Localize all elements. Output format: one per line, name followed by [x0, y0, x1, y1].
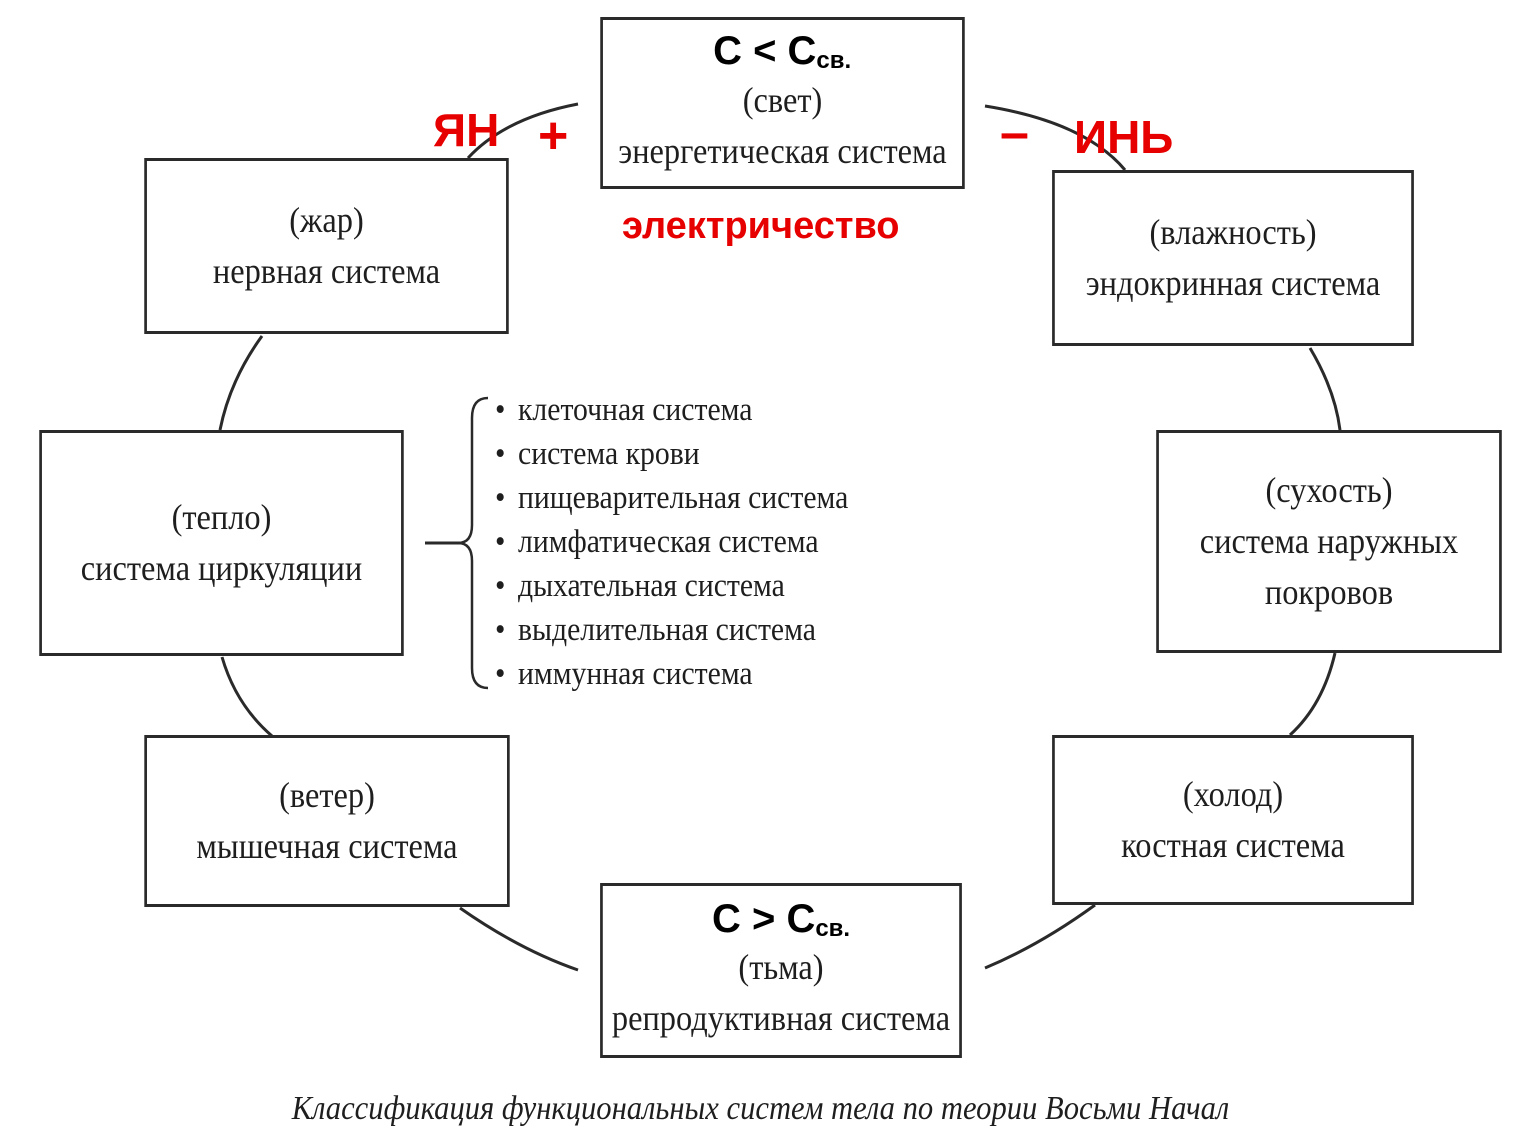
list-item: система крови — [495, 432, 848, 476]
light-condition: C < Cсв. — [713, 29, 852, 75]
muscular-system-box: (ветер) мышечная система — [144, 735, 510, 907]
figure-caption: Классификация функциональных систем тела… — [291, 1090, 1230, 1127]
nervous-system-box: (жар) нервная система — [144, 158, 509, 334]
energy-system-box: C < Cсв. (свет) энергетическая система — [600, 17, 965, 189]
connector-integument-skeletal — [1288, 652, 1337, 737]
wind-element-label: (ветер) — [279, 774, 375, 815]
connector-endocrine-integument — [1308, 347, 1342, 431]
connector-circulation-muscular — [220, 656, 273, 738]
plus-sign: + — [538, 107, 569, 165]
circulation-subsystem-list: клеточная система система крови пищевари… — [495, 388, 848, 696]
heat-element-label: (жар) — [289, 199, 364, 240]
circulation-system-label: система циркуляции — [80, 548, 363, 588]
connector-top-left — [466, 102, 579, 160]
reproductive-system-label: репродуктивная система — [611, 998, 951, 1039]
list-item: дыхательная система — [495, 564, 848, 608]
yang-label: ЯН — [433, 104, 500, 156]
cold-element-label: (холод) — [1182, 773, 1284, 814]
darkness-element-label: (тьма) — [738, 947, 824, 988]
circulation-system-box: (тепло) система циркуляции — [39, 430, 404, 656]
integument-system-box: (сухость) система наружных покровов — [1156, 430, 1502, 653]
integument-system-label-1: система наружных — [1199, 520, 1459, 561]
yin-label: ИНЬ — [1074, 111, 1174, 163]
energy-system-label: энергетическая система — [618, 130, 947, 171]
muscular-system-label: мышечная система — [196, 826, 458, 866]
minus-sign: – — [1000, 104, 1029, 162]
list-item: выделительная система — [495, 608, 848, 652]
list-item: клеточная система — [495, 388, 848, 432]
list-item: иммунная система — [495, 652, 848, 696]
warmth-element-label: (тепло) — [171, 496, 272, 537]
electricity-label: электричество — [622, 205, 900, 247]
dryness-element-label: (сухость) — [1265, 469, 1393, 510]
list-item: лимфатическая система — [495, 520, 848, 564]
connector-top-right — [984, 104, 1127, 171]
nervous-system-label: нервная система — [212, 251, 441, 291]
humidity-element-label: (влажность) — [1149, 211, 1317, 252]
skeletal-system-box: (холод) костная система — [1052, 735, 1414, 905]
integument-system-label-2: покровов — [1264, 572, 1394, 613]
skeletal-system-label: костная система — [1121, 825, 1345, 865]
endocrine-system-label: эндокринная система — [1085, 263, 1381, 303]
endocrine-system-box: (влажность) эндокринная система — [1052, 170, 1414, 346]
connector-skeletal-bottom — [984, 903, 1096, 970]
connector-nervous-circulation — [218, 335, 264, 431]
list-brace — [457, 396, 489, 690]
light-element-label: (свет) — [742, 79, 823, 120]
darkness-condition: C > Cсв. — [711, 896, 850, 942]
list-item: пищеварительная система — [495, 476, 848, 520]
reproductive-system-box: C > Cсв. (тьма) репродуктивная система — [600, 883, 962, 1058]
connector-muscular-bottom — [459, 906, 579, 972]
